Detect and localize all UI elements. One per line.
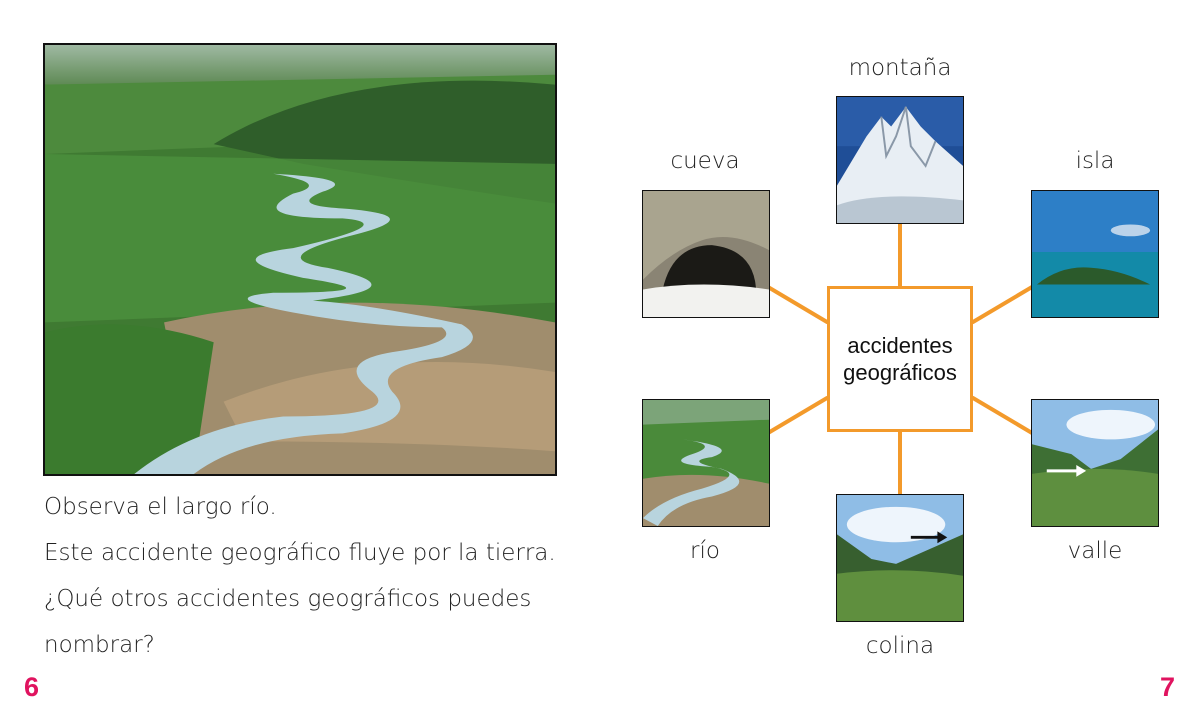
label-colina: colina [865,633,935,659]
center-label-line: geográficos [843,360,957,385]
center-label-line: accidentes [847,333,953,358]
valley-photo [1031,399,1159,527]
label-isla: isla [1075,148,1115,174]
label-montana: montaña [848,55,952,81]
text-line: Este accidente geográfico fluye por la t… [44,540,556,566]
page-number-left: 6 [24,672,40,702]
connector-rio [766,396,829,435]
connector-valle [971,396,1034,435]
cave-photo [642,190,770,318]
label-cueva: cueva [670,148,740,174]
center-concept-box: accidentes geográficos [827,286,973,432]
hill-photo [836,494,964,622]
river-photo [43,43,557,476]
river-thumbnail-photo [642,399,770,527]
page-number-right: 7 [1160,672,1176,702]
body-text: Observa el largo río. Este accidente geo… [44,484,584,668]
connector-cueva [766,285,829,324]
mountain-photo [836,96,964,224]
text-line: Observa el largo río. [44,494,277,520]
text-line: nombrar? [44,632,155,658]
island-photo [1031,190,1159,318]
connector-isla [971,285,1034,324]
label-valle: valle [1067,538,1123,564]
text-line: ¿Qué otros accidentes geográficos puedes [44,586,532,612]
label-rio: río [690,538,720,564]
